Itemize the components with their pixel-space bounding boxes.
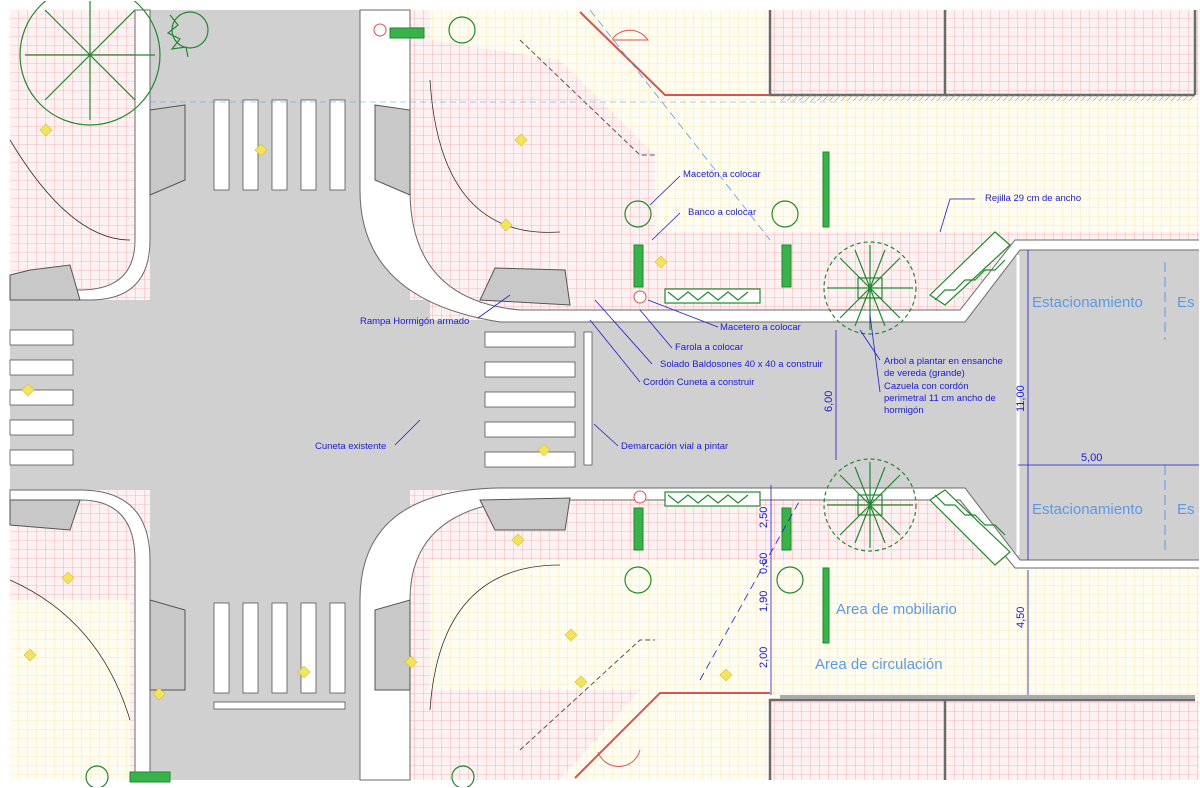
label-banco: Banco a colocar [688, 207, 756, 218]
ramp-3 [9, 264, 81, 301]
dim-1100: 11,00 [1015, 385, 1027, 412]
label-solado: Solado Baldosones 40 x 40 a construir [660, 359, 823, 370]
area-estacionamiento-bottom-cut: Es [1177, 501, 1195, 518]
dim-600: 6,00 [823, 391, 835, 412]
ramp-5 [9, 499, 81, 531]
bench-4 [781, 507, 792, 551]
dim-diagonal [699, 499, 801, 681]
label-cazuela-1: Cazuela con cordón [884, 381, 969, 392]
flowerpot-4 [776, 566, 804, 594]
zebra-left [9, 329, 74, 466]
door-swing-bottom [597, 749, 641, 768]
arc-bl [9, 579, 131, 721]
tree-top-left [19, 0, 161, 126]
ramp-6 [479, 497, 571, 531]
bench-5 [822, 151, 830, 228]
dim-190: 1,90 [758, 591, 770, 612]
building-wall-bottom [768, 698, 1195, 780]
label-cordon: Cordón Cuneta a construir [643, 377, 754, 388]
dashed-edge-bottom [519, 639, 655, 751]
dim-060: 0,60 [758, 553, 770, 574]
label-cuneta: Cuneta existente [315, 441, 386, 452]
flowerpot-6 [85, 765, 109, 788]
tree-top [823, 241, 917, 335]
curb-br [359, 487, 1200, 781]
dim-450: 4,50 [1015, 607, 1027, 628]
area-mobiliario: Area de mobiliario [836, 601, 957, 618]
ramp-1 [149, 104, 186, 196]
dim-500: 5,00 [1081, 452, 1102, 464]
tree-bottom [823, 458, 917, 552]
label-macetero: Macetero a colocar [720, 322, 801, 333]
guide-diagonal [589, 9, 771, 241]
road-horizontal-left [10, 300, 430, 490]
yellow-zone-bottom [430, 560, 1200, 780]
flowerpot-1 [624, 200, 652, 228]
leader-lines [394, 175, 975, 447]
chamfer-bottom [574, 692, 770, 779]
zebra-right [484, 331, 593, 468]
bench-7 [389, 27, 425, 39]
ramp-2 [374, 104, 411, 196]
planter-pattern-2 [667, 494, 749, 504]
road-horizontal-right [410, 250, 1200, 560]
flowerpot-3 [624, 566, 652, 594]
label-arbol-1: Arbol a plantar en ensanche [884, 356, 1003, 367]
area-estacionamiento-top-cut: Es [1177, 294, 1195, 311]
tree-pit-bottom [929, 489, 1011, 566]
label-cazuela-3: hormigón [884, 405, 924, 416]
ramp-7 [149, 599, 186, 691]
label-cazuela-2: perimetral 11 cm ancho de [884, 393, 996, 404]
bench-6 [822, 567, 830, 644]
area-circulacion: Area de circulación [815, 656, 943, 673]
door-swing-top [612, 29, 649, 41]
flowerpot-7 [451, 765, 475, 788]
yellow-zone-top [430, 10, 1200, 232]
streetlight-2 [633, 490, 647, 504]
planter-pattern-1 [667, 291, 749, 301]
yellow-decorations [21, 123, 733, 701]
arc-br [429, 564, 561, 711]
bench-8 [129, 771, 171, 783]
streetlight-1 [633, 290, 647, 304]
label-arbol-2: de vereda (grande) [884, 368, 965, 379]
area-estacionamiento-top: Estacionamiento [1032, 294, 1143, 311]
streetlight-3 [373, 23, 387, 37]
label-rejilla: Rejilla 29 cm de ancho [985, 193, 1081, 204]
dim-200: 2,00 [758, 647, 770, 668]
arc-tr [429, 79, 561, 233]
tree-pit-top [929, 231, 1011, 306]
yellow-zone-bl [10, 600, 130, 780]
bench-3 [633, 507, 644, 551]
tree-top-left-2 [166, 11, 209, 58]
flowerpot-5 [448, 16, 476, 44]
curb-tr [359, 9, 1200, 323]
label-farola: Farola a colocar [675, 342, 743, 353]
area-estacionamiento-bottom: Estacionamiento [1032, 501, 1143, 518]
label-maceton: Macetón a colocar [683, 169, 761, 180]
ramp-4 [479, 267, 571, 306]
tree-pit-bottom-pattern [934, 494, 1006, 536]
label-rampa: Rampa Hormigón armado [360, 316, 469, 327]
zebra-bottom [213, 602, 346, 710]
bench-2 [781, 244, 792, 288]
ramp-8 [374, 599, 411, 691]
tree-pit-top-pattern [934, 259, 1006, 301]
chamfer-top [579, 11, 770, 96]
zebra-top [213, 99, 346, 191]
dim-250: 2,50 [758, 507, 770, 528]
flowerpot-2 [771, 200, 799, 228]
label-demarcacion: Demarcación vial a pintar [621, 441, 728, 452]
arc-tl [9, 139, 131, 241]
dashed-edge-top [519, 39, 655, 156]
bench-1 [633, 244, 644, 288]
